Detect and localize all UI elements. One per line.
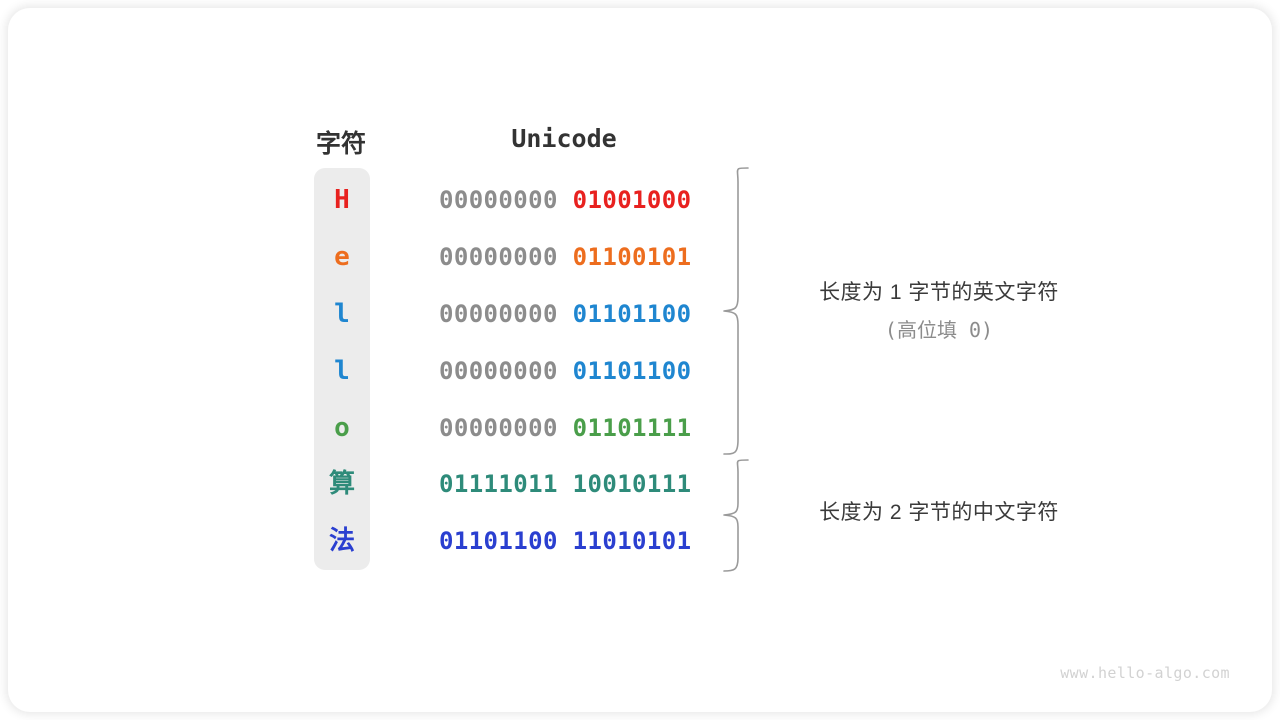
high-byte: 00000000 (439, 300, 558, 328)
row-character: 法 (328, 526, 355, 556)
low-byte: 11010101 (572, 527, 692, 555)
high-byte: 00000000 (439, 357, 558, 385)
low-byte: 01101111 (572, 414, 692, 442)
row-unicode-bits: 00000000 01100101 (439, 240, 691, 274)
column-header-unicode: Unicode (511, 124, 617, 153)
low-byte: 01001000 (572, 186, 692, 214)
annotation-double-byte-line1: 长度为 2 字节的中文字符 (819, 501, 1059, 524)
low-byte: 01101100 (572, 357, 692, 385)
row-unicode-bits: 00000000 01001000 (439, 183, 691, 217)
row-character: o (334, 413, 350, 443)
character-column-background (314, 168, 370, 570)
row-unicode-bits: 00000000 01101111 (439, 411, 691, 445)
high-byte: 01111011 (439, 470, 558, 498)
row-unicode-bits: 00000000 01101100 (439, 297, 691, 331)
brace-ascii (723, 167, 749, 455)
high-byte: 00000000 (439, 414, 558, 442)
annotation-single-byte-line2: (高位填 0) (884, 318, 994, 342)
high-byte: 00000000 (439, 243, 558, 271)
row-unicode-bits: 00000000 01101100 (439, 354, 691, 388)
row-unicode-bits: 01111011 10010111 (439, 467, 691, 501)
brace-cjk (723, 459, 749, 572)
row-character: l (334, 356, 350, 386)
low-byte: 10010111 (572, 470, 692, 498)
annotation-single-byte: 长度为 1 字节的英文字符 (高位填 0) (764, 276, 1114, 343)
figure-card: 字符 Unicode H 00000000 01001000 e 00000000 0… (8, 8, 1272, 712)
low-byte: 01100101 (572, 243, 692, 271)
row-character: 算 (328, 469, 355, 499)
row-character: l (334, 299, 350, 329)
high-byte: 00000000 (439, 186, 558, 214)
watermark: www.hello-algo.com (1060, 664, 1230, 682)
annotation-double-byte: 长度为 2 字节的中文字符 (764, 496, 1114, 526)
high-byte: 01101100 (439, 527, 558, 555)
row-character: e (334, 242, 350, 272)
row-unicode-bits: 01101100 11010101 (439, 524, 691, 558)
row-character: H (334, 185, 350, 215)
annotation-single-byte-line1: 长度为 1 字节的英文字符 (819, 281, 1059, 304)
column-header-character: 字符 (315, 129, 366, 158)
low-byte: 01101100 (572, 300, 692, 328)
